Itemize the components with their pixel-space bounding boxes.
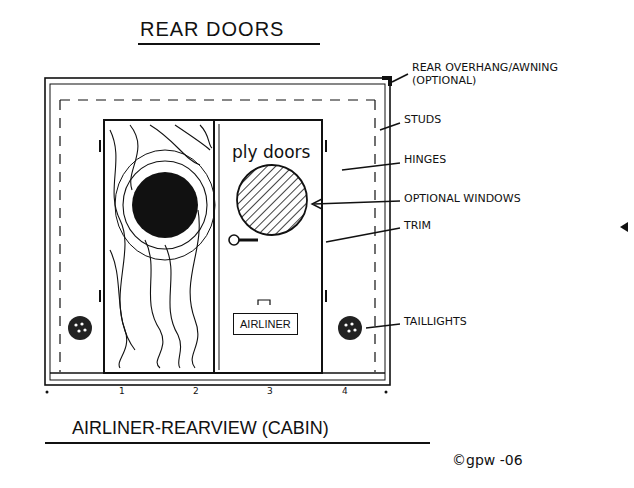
copyright-note: ©gpw -06 xyxy=(452,452,523,468)
callout-label: REAR OVERHANG/AWNING (OPTIONAL) xyxy=(412,62,582,87)
title: REAR DOORS xyxy=(140,18,284,41)
sign-text: AIRLINER xyxy=(240,318,291,330)
callout-label: STUDS xyxy=(404,114,441,127)
callout-label: OPTIONAL WINDOWS xyxy=(404,193,521,206)
callout-number: 3 xyxy=(267,386,273,396)
door-label: ply doors xyxy=(232,143,310,163)
callout-number: 4 xyxy=(342,386,348,396)
callout-label: TRIM xyxy=(404,220,431,233)
callout-number: 1 xyxy=(119,386,125,396)
callout-label: TAILLIGHTS xyxy=(404,316,467,329)
door-sign: AIRLINER xyxy=(233,313,298,335)
callout-label: HINGES xyxy=(404,154,446,167)
caption: AIRLINER-REARVIEW (CABIN) xyxy=(72,418,329,439)
callout-number: 2 xyxy=(193,386,199,396)
